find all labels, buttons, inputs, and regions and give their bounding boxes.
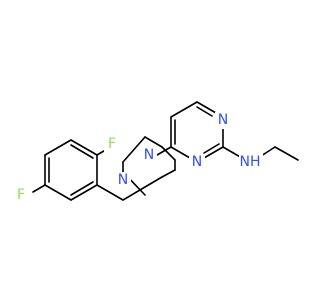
bond: [32, 184, 46, 193]
bond: [161, 169, 176, 178]
bond: [96, 184, 124, 201]
bond: [196, 101, 217, 114]
bond: [44, 184, 72, 201]
bond: [203, 146, 224, 159]
amine-nh-group: NH: [240, 154, 261, 170]
bond: [122, 186, 146, 201]
bond: [70, 144, 94, 159]
bond: [144, 176, 163, 188]
atom-labels: F F N N N N NH: [13, 112, 263, 203]
bond: [274, 146, 299, 161]
bond: [70, 181, 94, 196]
bond: [156, 146, 172, 156]
bond: [196, 106, 213, 117]
bond: [170, 146, 191, 159]
chemical-structure-diagram: F F N N N N NH: [13, 101, 299, 203]
bond: [70, 139, 98, 156]
bond: [70, 184, 98, 201]
fluorine-atom-upper: F: [108, 136, 116, 152]
piperazine-nitrogen-benzyl: N: [118, 172, 128, 188]
bond: [222, 146, 243, 159]
bond: [122, 136, 146, 163]
bond: [203, 143, 220, 154]
piperazine-nitrogen-aryl: N: [144, 147, 154, 163]
bond: [144, 136, 163, 148]
fluorine-atom-lower: F: [17, 187, 25, 203]
bonds: [32, 101, 299, 201]
pyrimidine-nitrogen-1: N: [218, 112, 228, 128]
bond: [170, 101, 198, 118]
bond: [44, 139, 72, 156]
pyrimidine-nitrogen-3: N: [192, 154, 202, 170]
bond: [161, 146, 176, 161]
